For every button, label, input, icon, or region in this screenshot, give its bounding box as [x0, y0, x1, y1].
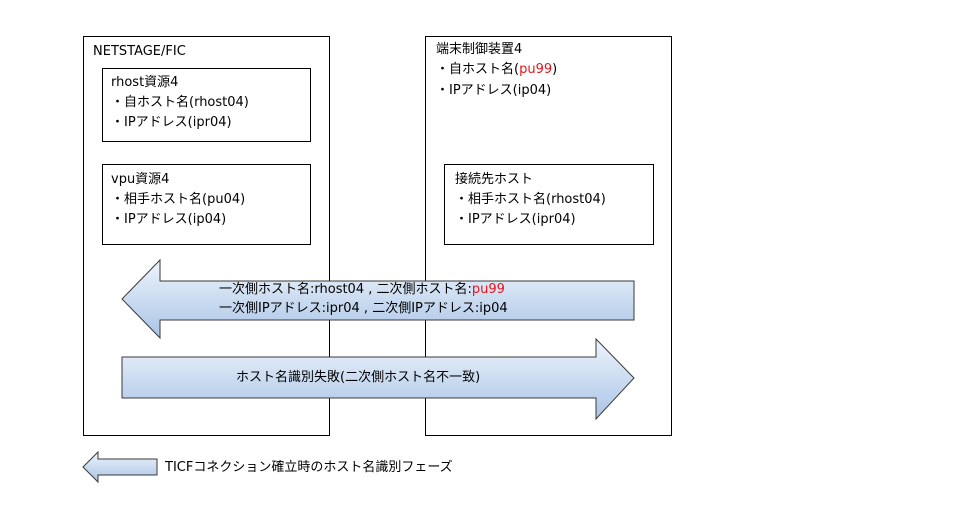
- left-arrow-line1-prefix: 一次側ホスト名:rhost04 , 二次側ホスト名:: [219, 282, 472, 297]
- destination-partner-host: ・相手ホスト名(rhost04): [455, 192, 606, 207]
- own-host-value: pu99: [519, 62, 553, 77]
- rhost-resource-title: rhost資源4: [111, 75, 179, 90]
- netstage-fic-title: NETSTAGE/FIC: [93, 44, 186, 59]
- rhost-resource-box: rhost資源4 ・自ホスト名(rhost04) ・IPアドレス(ipr04): [102, 68, 311, 142]
- left-arrow: [121, 258, 635, 340]
- terminal-ip: ・IPアドレス(ip04): [436, 83, 552, 98]
- legend-label: TICFコネクション確立時のホスト名識別フェーズ: [165, 460, 453, 475]
- legend-arrow: [82, 450, 158, 484]
- own-host-prefix: ・自ホスト名(: [436, 62, 520, 77]
- terminal-own-host: ・自ホスト名(pu99): [436, 61, 557, 79]
- rhost-own-host: ・自ホスト名(rhost04): [111, 95, 249, 110]
- vpu-partner-host: ・相手ホスト名(pu04): [111, 192, 246, 207]
- right-arrow: [121, 337, 635, 421]
- vpu-ip: ・IPアドレス(ip04): [111, 212, 227, 227]
- rhost-ip: ・IPアドレス(ipr04): [111, 115, 232, 130]
- terminal-controller-title: 端末制御装置4: [436, 42, 523, 57]
- left-arrow-line1: 一次側ホスト名:rhost04 , 二次側ホスト名:pu99: [219, 281, 505, 299]
- own-host-suffix: ): [552, 62, 558, 77]
- vpu-resource-title: vpu資源4: [111, 172, 170, 187]
- right-arrow-label: ホスト名識別失敗(二次側ホスト名不一致): [236, 370, 481, 385]
- left-arrow-line1-value: pu99: [471, 282, 505, 297]
- vpu-resource-box: vpu資源4 ・相手ホスト名(pu04) ・IPアドレス(ip04): [102, 164, 311, 245]
- left-arrow-line2: 一次側IPアドレス:ipr04 , 二次側IPアドレス:ip04: [219, 301, 508, 316]
- destination-host-title: 接続先ホスト: [455, 172, 534, 187]
- destination-ip: ・IPアドレス(ipr04): [455, 212, 576, 227]
- destination-host-box: 接続先ホスト ・相手ホスト名(rhost04) ・IPアドレス(ipr04): [444, 164, 654, 245]
